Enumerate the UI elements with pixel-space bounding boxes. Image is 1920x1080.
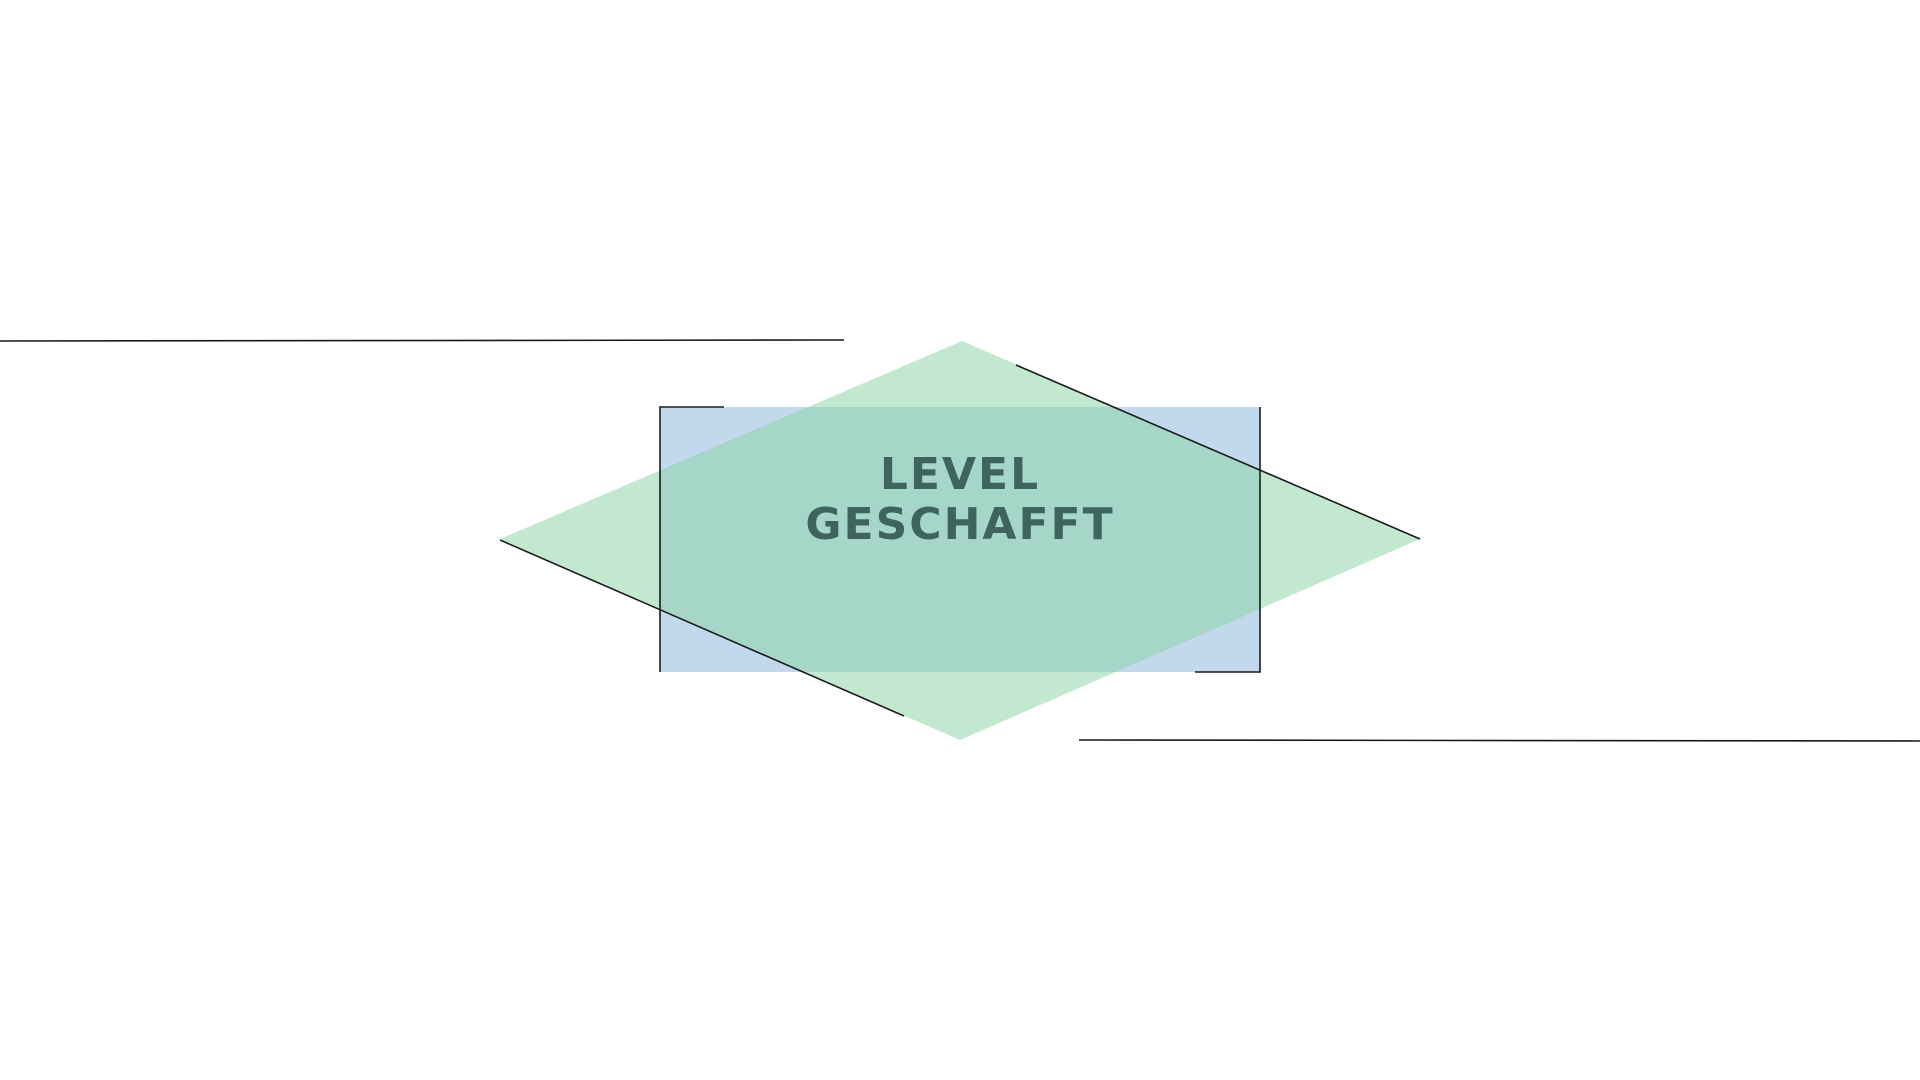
- diamond-top-right-edge-line: [1015, 364, 1421, 540]
- diamond-bottom-left-edge-line: [499, 539, 905, 717]
- rectangle-bottom-right-corner: [1195, 407, 1261, 673]
- message-line-geschafft: GESCHAFFT: [805, 499, 1115, 550]
- top-left-horizontal-line: [0, 339, 845, 342]
- message-line-level: LEVEL: [879, 449, 1041, 500]
- rectangle-top-left-corner: [659, 406, 724, 672]
- bottom-right-horizontal-line: [1078, 739, 1920, 742]
- level-complete-message: LEVEL GESCHAFFT: [660, 400, 1260, 600]
